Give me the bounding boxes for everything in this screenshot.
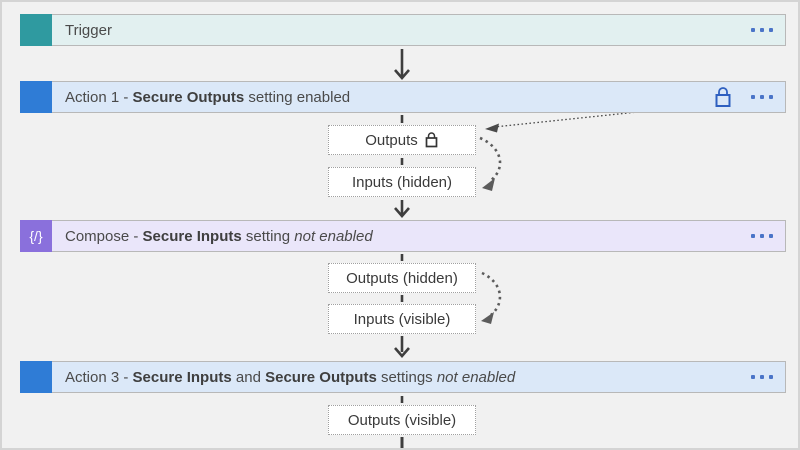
box-label: Outputs (visible) [347,411,457,429]
compose-label: Compose - Secure Inputs setting not enab… [65,227,373,245]
flow-arrow [394,200,410,218]
compose-icon: {/} [20,220,52,252]
swap-arrow [479,136,502,191]
box-label: Outputs [365,131,418,149]
more-options-icon[interactable] [751,95,773,99]
action-icon [20,361,52,393]
trigger-label: Trigger [65,21,112,39]
trigger-icon [20,14,52,46]
compose-step-row[interactable]: {/} Compose - Secure Inputs setting not … [20,220,786,252]
action-icon [20,81,52,113]
action1-label: Action 1 - Secure Outputs setting enable… [65,88,351,106]
action3-label: Action 3 - Secure Inputs and Secure Outp… [65,368,516,386]
more-options-icon[interactable] [751,28,773,32]
lock-icon [715,87,731,107]
swap-arrow [481,271,502,324]
box-label: Inputs (hidden) [351,173,453,191]
more-options-icon[interactable] [751,375,773,379]
flow-arrow [394,49,410,80]
outputs-visible-box: Outputs (visible) [328,405,476,435]
inputs-visible-box: Inputs (visible) [328,304,476,334]
box-label: Inputs (visible) [353,310,451,328]
outputs-locked-box: Outputs [328,125,476,155]
more-options-icon[interactable] [751,234,773,238]
box-label: Outputs (hidden) [346,269,458,287]
action1-step-row[interactable]: Action 1 - Secure Outputs setting enable… [20,81,786,113]
trigger-step-row[interactable]: Trigger [20,14,786,46]
lock-icon [425,132,438,148]
inputs-hidden-box: Inputs (hidden) [328,167,476,197]
action3-step-row[interactable]: Action 3 - Secure Inputs and Secure Outp… [20,361,786,393]
outputs-hidden-box: Outputs (hidden) [328,263,476,293]
flow-arrow [394,336,410,358]
